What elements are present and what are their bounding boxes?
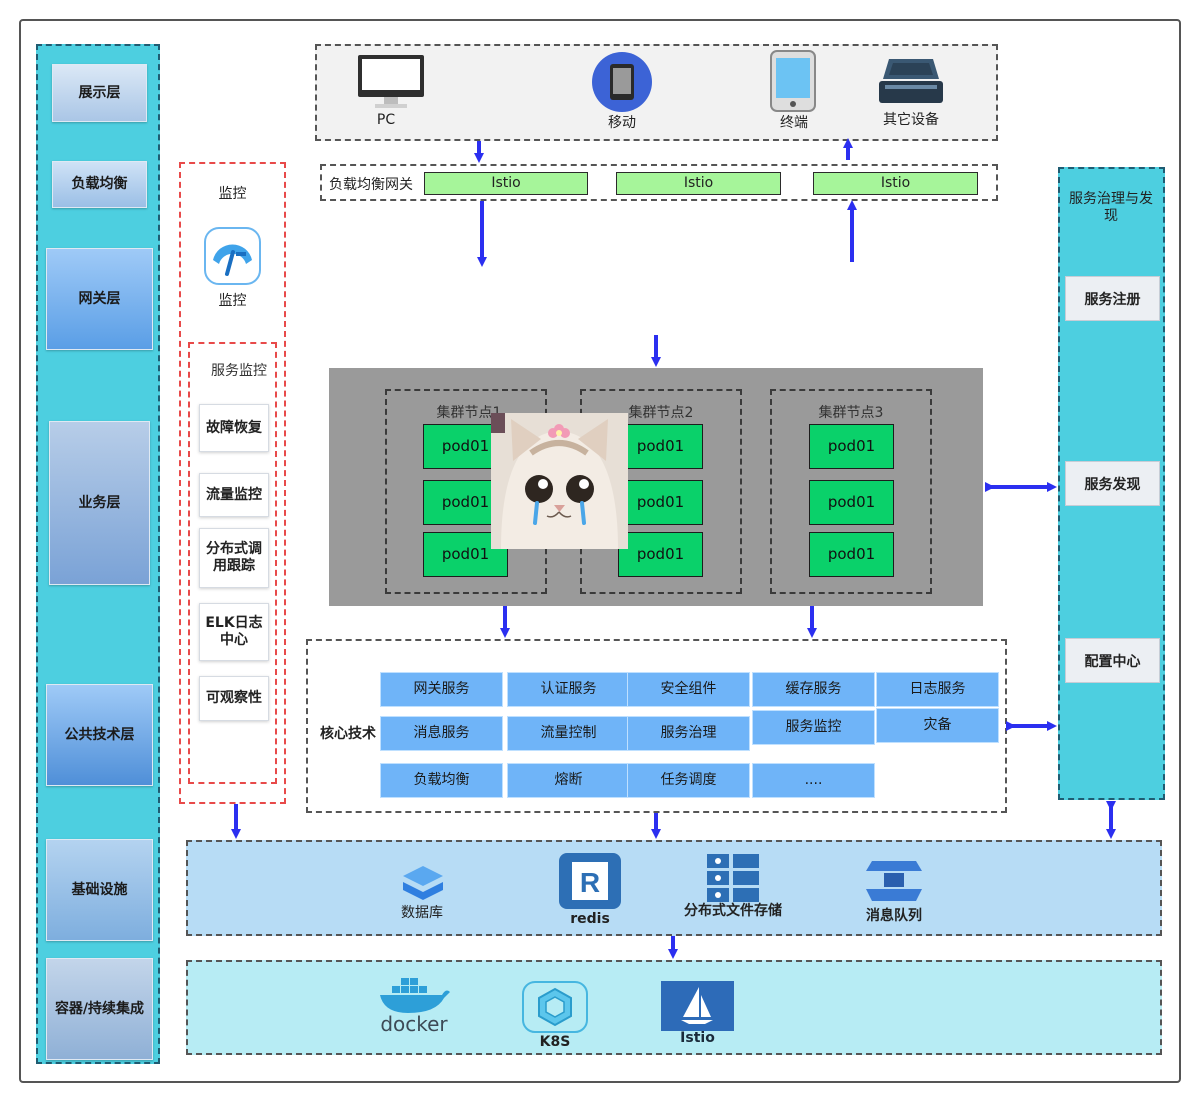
monitor-item-traffic: 流量监控 xyxy=(199,473,269,517)
monitor-item-elk: ELK日志中心 xyxy=(199,603,269,661)
monitor-item-observability: 可观察性 xyxy=(199,676,269,721)
layer-load-balancing: 负载均衡 xyxy=(52,161,147,208)
redis-icon: R xyxy=(558,852,622,914)
governance-title: 服务治理与发现 xyxy=(1069,191,1153,224)
monitor-panel xyxy=(179,162,286,804)
core-cell: 安全组件 xyxy=(627,672,750,707)
core-cell: 日志服务 xyxy=(876,672,999,707)
core-cell: 灾备 xyxy=(876,708,999,743)
device-label-mobile: 移动 xyxy=(608,115,636,131)
layer-presentation: 展示层 xyxy=(52,64,147,122)
config-center: 配置中心 xyxy=(1065,638,1160,683)
istio-gateway-2: Istio xyxy=(616,172,781,195)
core-cell: 网关服务 xyxy=(380,672,503,707)
layer-gateway: 网关层 xyxy=(46,248,153,350)
istio-gateway-3: Istio xyxy=(813,172,978,195)
infra-label-database: 数据库 xyxy=(401,905,443,921)
pod: pod01 xyxy=(618,480,703,525)
cluster-node-3 xyxy=(770,389,932,594)
monitor-icon-pc xyxy=(357,54,425,114)
cluster-node-1-title: 集群节点1 xyxy=(436,405,502,421)
monitor-item-fault-recovery: 故障恢复 xyxy=(199,404,269,452)
kubernetes-icon xyxy=(522,981,588,1037)
layer-infrastructure: 基础设施 xyxy=(46,839,153,941)
container-label-k8s: K8S xyxy=(539,1034,571,1050)
core-cell: .... xyxy=(752,763,875,798)
core-cell: 任务调度 xyxy=(627,763,750,798)
infra-label-redis: redis xyxy=(570,911,610,927)
core-cell: 消息服务 xyxy=(380,716,503,751)
monitor-icon xyxy=(203,226,262,286)
pod: pod01 xyxy=(809,424,894,469)
message-queue-icon xyxy=(866,855,922,909)
tablet-icon xyxy=(589,51,655,117)
cluster-node-2-title: 集群节点2 xyxy=(628,405,694,421)
service-discovery: 服务发现 xyxy=(1065,461,1160,506)
database-icon xyxy=(399,864,447,908)
core-cell: 认证服务 xyxy=(507,672,630,707)
container-label-docker: docker xyxy=(380,1012,448,1036)
device-label-other: 其它设备 xyxy=(883,112,939,128)
scanner-icon xyxy=(877,57,945,109)
service-monitor-panel xyxy=(188,342,277,784)
core-cell: 缓存服务 xyxy=(752,672,875,707)
core-cell: 熔断 xyxy=(507,763,630,798)
layer-column: 展示层 负载均衡 网关层 业务层 公共技术层 基础设施 容器/持续集成 xyxy=(36,44,160,1064)
infra-label-message-queue: 消息队列 xyxy=(866,908,922,924)
container-label-istio: Istio xyxy=(680,1030,715,1046)
istio-icon xyxy=(661,981,734,1031)
pod: pod01 xyxy=(618,532,703,577)
crying-cat-sticker xyxy=(491,413,628,549)
infrastructure-panel xyxy=(186,840,1162,936)
pod: pod01 xyxy=(809,532,894,577)
docker-icon xyxy=(376,976,452,1018)
monitor-icon-label: 监控 xyxy=(218,293,247,309)
gateway-label: 负载均衡网关 xyxy=(329,177,413,193)
layer-container-ci: 容器/持续集成 xyxy=(46,958,153,1060)
monitor-item-tracing: 分布式调用跟踪 xyxy=(199,528,269,588)
core-cell: 服务治理 xyxy=(627,716,750,751)
service-registry: 服务注册 xyxy=(1065,276,1160,321)
diagram-frame xyxy=(19,19,1181,1083)
layer-common-tech: 公共技术层 xyxy=(46,684,153,786)
pod: pod01 xyxy=(809,480,894,525)
device-label-terminal: 终端 xyxy=(780,115,808,131)
core-cell: 服务监控 xyxy=(752,710,875,745)
infra-label-file-storage: 分布式文件存储 xyxy=(684,903,782,919)
cluster-node-3-title: 集群节点3 xyxy=(818,405,884,421)
core-tech-label: 核心技术 xyxy=(320,726,376,742)
device-label-pc: PC xyxy=(376,112,396,128)
service-monitor-title: 服务监控 xyxy=(211,363,267,379)
core-cell: 负载均衡 xyxy=(380,763,503,798)
layer-business: 业务层 xyxy=(49,421,150,585)
phone-icon xyxy=(770,50,816,116)
istio-gateway-1: Istio xyxy=(424,172,588,195)
core-cell: 流量控制 xyxy=(507,716,630,751)
file-storage-icon xyxy=(705,852,761,908)
monitor-title: 监控 xyxy=(218,186,247,202)
svg-text:R: R xyxy=(580,867,600,898)
